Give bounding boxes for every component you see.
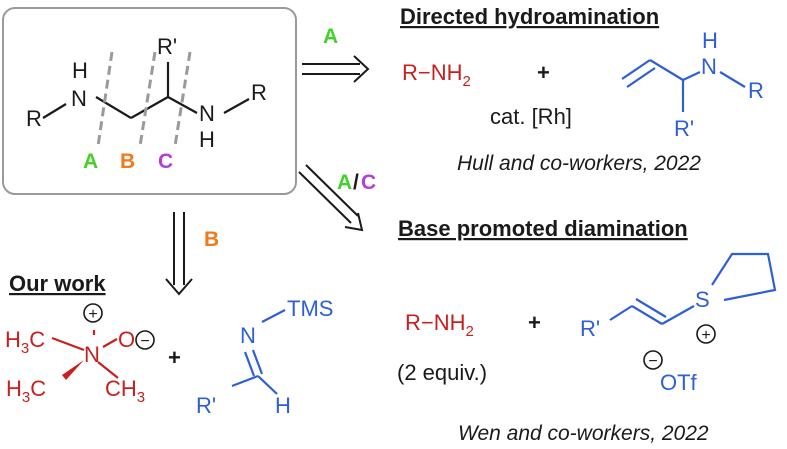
allyl-amine-n: N bbox=[701, 54, 717, 79]
route-ac-plus: + bbox=[528, 310, 541, 335]
triflate-charge-circle bbox=[643, 350, 663, 370]
n-oxide-methyl-bottom: H3C bbox=[6, 376, 46, 406]
target-r-left: R bbox=[26, 106, 42, 131]
bond-ch-n-right bbox=[167, 96, 198, 114]
retro-arrow-a bbox=[302, 55, 370, 83]
imine-n: N bbox=[240, 323, 256, 348]
route-ac-header: Base promoted diamination bbox=[398, 216, 688, 241]
target-nh-left-h: H bbox=[72, 58, 88, 83]
n-oxide-o-charge: − bbox=[140, 333, 149, 350]
cut-line-b bbox=[138, 51, 157, 147]
route-a-catalyst: cat. [Rh] bbox=[490, 104, 572, 129]
n-oxide-structure bbox=[51, 330, 119, 379]
target-cut-label-c: C bbox=[158, 150, 173, 173]
sulfonium-charge-circle bbox=[696, 324, 716, 344]
n-oxide-o: O bbox=[118, 327, 135, 352]
imine-tms: TMS bbox=[287, 296, 333, 321]
cut-line-a bbox=[96, 51, 114, 147]
target-box bbox=[2, 7, 297, 195]
route-b-header: Our work bbox=[9, 271, 106, 296]
target-molecule bbox=[42, 62, 250, 119]
target-cut-label-a: A bbox=[83, 150, 98, 173]
n-oxide-n-charge: + bbox=[88, 306, 97, 323]
triflate-anion: OTf bbox=[660, 370, 698, 395]
vinyl-sulfonium-structure bbox=[609, 252, 777, 325]
sulfonium-charge: + bbox=[701, 327, 710, 344]
n-oxide-n-charge-circle bbox=[83, 303, 103, 323]
n-oxide-n: N bbox=[84, 342, 100, 367]
target-nh-left-n: N bbox=[71, 86, 87, 111]
target-rprime: R' bbox=[157, 34, 177, 59]
retro-arrow-ac bbox=[298, 164, 364, 232]
n-tms-imine-structure bbox=[231, 309, 286, 395]
bond-ch2-ch bbox=[130, 96, 169, 119]
cut-line-c bbox=[173, 51, 192, 147]
route-ac-equiv: (2 equiv.) bbox=[397, 360, 487, 385]
route-ac-label-a: A bbox=[337, 171, 352, 194]
allyl-amine-h: H bbox=[702, 28, 718, 53]
n-oxide-methyl-right: CH3 bbox=[105, 376, 145, 406]
route-a-label: A bbox=[323, 25, 338, 48]
vinyl-rprime: R' bbox=[580, 316, 600, 341]
imine-rprime: R' bbox=[196, 393, 216, 418]
retro-arrow-b bbox=[165, 212, 193, 296]
triflate-charge: − bbox=[648, 353, 657, 370]
target-nh-right-h: H bbox=[199, 127, 215, 152]
route-a-header: Directed hydroamination bbox=[400, 4, 659, 29]
disconnection-lines bbox=[96, 51, 192, 147]
n-oxide-o-charge-circle bbox=[135, 330, 155, 350]
target-r-right: R bbox=[251, 80, 267, 105]
route-a-citation: Hull and co-workers, 2022 bbox=[457, 152, 701, 175]
n-oxide-methyl-top: H3C bbox=[5, 327, 45, 357]
sulfonium-s: S bbox=[695, 287, 710, 312]
bond-r-n-left bbox=[42, 103, 67, 119]
allyl-amine-structure bbox=[621, 59, 746, 112]
n-oxide-wedge-bond bbox=[62, 360, 84, 380]
route-ac-label: A / C bbox=[337, 171, 376, 194]
bond-n-r-right bbox=[223, 98, 250, 114]
route-a-amine: R−NH2 bbox=[402, 60, 471, 90]
route-ac-citation: Wen and co-workers, 2022 bbox=[458, 422, 709, 445]
route-b-plus: + bbox=[168, 345, 181, 370]
allyl-amine-rprime: R' bbox=[674, 116, 694, 141]
target-cut-label-b: B bbox=[120, 150, 135, 173]
route-b-label: B bbox=[204, 228, 219, 251]
target-nh-right-n: N bbox=[199, 101, 215, 126]
route-ac-label-slash: / bbox=[353, 171, 359, 194]
imine-h: H bbox=[275, 393, 291, 418]
route-ac-amine: R−NH2 bbox=[405, 310, 474, 340]
bond-n-ch2 bbox=[95, 96, 132, 119]
allyl-amine-r: R bbox=[748, 78, 764, 103]
route-ac-label-c: C bbox=[361, 171, 376, 194]
route-a-plus: + bbox=[537, 60, 550, 85]
